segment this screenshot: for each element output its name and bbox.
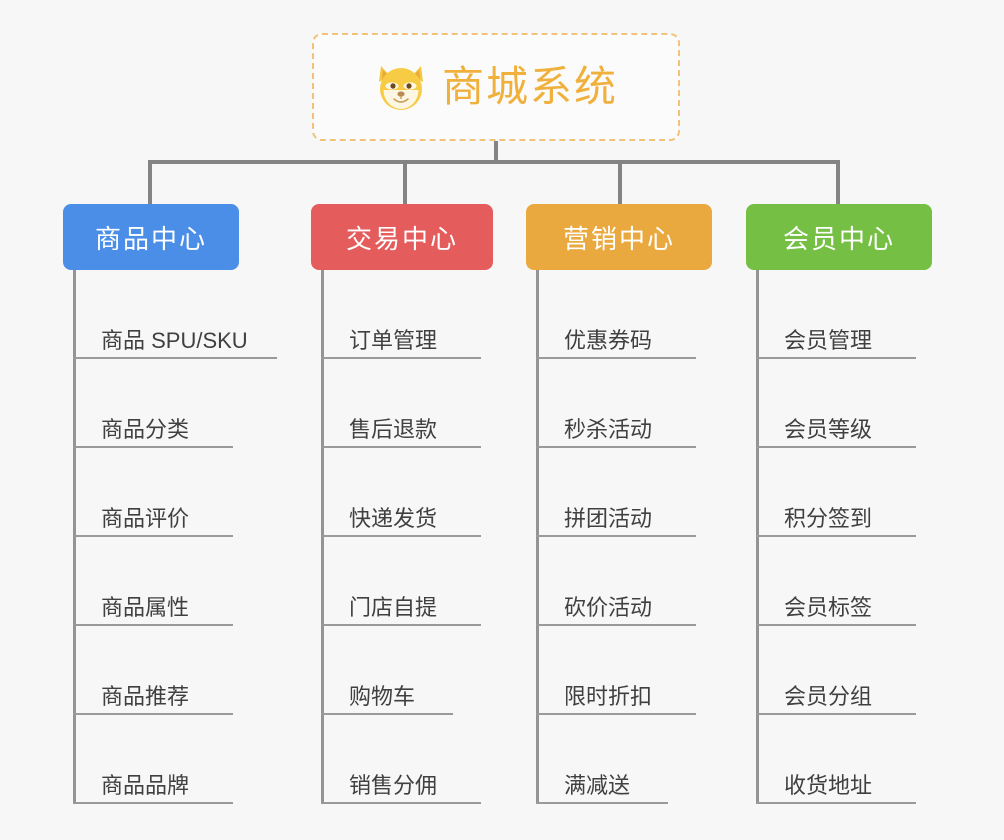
branch-header-2[interactable]: 营销中心: [526, 204, 712, 270]
leaf-item-underline: [756, 802, 916, 804]
connector-horizontal-bus: [148, 160, 840, 164]
leaf-item[interactable]: 商品推荐: [63, 626, 248, 715]
leaf-item-underline: [536, 802, 668, 804]
leaf-item-underline: [73, 357, 277, 359]
leaf-item[interactable]: 商品评价: [63, 448, 248, 537]
leaf-item-label: 商品属性: [101, 594, 190, 620]
branch-column-2: 营销中心优惠券码秒杀活动拼团活动砍价活动限时折扣满减送: [526, 204, 712, 804]
connector-trunk-2: [536, 270, 539, 804]
leaf-item-underline: [321, 535, 481, 537]
leaf-item[interactable]: 满减送: [526, 715, 712, 804]
leaf-item-label: 订单管理: [349, 327, 438, 353]
branch-header-0[interactable]: 商品中心: [63, 204, 239, 270]
leaf-item[interactable]: 商品品牌: [63, 715, 248, 804]
leaf-item[interactable]: 会员标签: [746, 537, 932, 626]
connector-trunk-0: [73, 270, 76, 804]
leaf-item[interactable]: 会员分组: [746, 626, 932, 715]
leaf-item-underline: [756, 624, 916, 626]
leaf-item[interactable]: 优惠券码: [526, 270, 712, 359]
leaf-item-label: 积分签到: [784, 505, 873, 531]
branch-items-0: 商品 SPU/SKU 商品分类商品评价商品属性商品推荐商品品牌: [63, 270, 277, 804]
leaf-item[interactable]: 门店自提: [311, 537, 493, 626]
leaf-item-underline: [321, 624, 481, 626]
leaf-item[interactable]: 商品分类: [63, 359, 248, 448]
leaf-item[interactable]: 购物车: [311, 626, 493, 715]
leaf-item-underline: [536, 624, 696, 626]
leaf-item[interactable]: 收货地址: [746, 715, 932, 804]
leaf-item-label: 会员标签: [784, 594, 873, 620]
leaf-item-underline: [321, 802, 481, 804]
leaf-item-label: 拼团活动: [564, 505, 653, 531]
leaf-item-label: 收货地址: [784, 772, 873, 798]
leaf-item-label: 商品推荐: [101, 683, 190, 709]
leaf-item-label: 会员分组: [784, 683, 873, 709]
leaf-item-underline: [536, 535, 696, 537]
leaf-item-label: 商品评价: [101, 505, 190, 531]
root-node[interactable]: 商城系统: [312, 33, 680, 141]
leaf-item-underline: [536, 713, 696, 715]
branch-header-3[interactable]: 会员中心: [746, 204, 932, 270]
leaf-item[interactable]: 会员管理: [746, 270, 932, 359]
root-title: 商城系统: [441, 63, 618, 110]
leaf-item-label: 商品分类: [101, 416, 190, 442]
leaf-item-underline: [73, 535, 233, 537]
branch-header-1[interactable]: 交易中心: [311, 204, 493, 270]
branch-column-0: 商品中心商品 SPU/SKU 商品分类商品评价商品属性商品推荐商品品牌: [63, 204, 277, 804]
leaf-item-underline: [756, 446, 916, 448]
leaf-item-underline: [321, 446, 481, 448]
branch-items-2: 优惠券码秒杀活动拼团活动砍价活动限时折扣满减送: [526, 270, 712, 804]
connector-drop-3: [836, 160, 840, 204]
leaf-item[interactable]: 订单管理: [311, 270, 493, 359]
connector-trunk-3: [756, 270, 759, 804]
leaf-item-label: 门店自提: [349, 594, 438, 620]
branch-items-3: 会员管理会员等级积分签到会员标签会员分组收货地址: [746, 270, 932, 804]
leaf-item-label: 商品品牌: [101, 772, 190, 798]
leaf-item[interactable]: 销售分佣: [311, 715, 493, 804]
leaf-item[interactable]: 快递发货: [311, 448, 493, 537]
leaf-item[interactable]: 限时折扣: [526, 626, 712, 715]
leaf-item-underline: [321, 713, 453, 715]
leaf-item-label: 优惠券码: [564, 327, 653, 353]
leaf-item-label: 砍价活动: [564, 594, 653, 620]
leaf-item-label: 会员等级: [784, 416, 873, 442]
leaf-item-label: 秒杀活动: [564, 416, 653, 442]
leaf-item-underline: [73, 802, 233, 804]
leaf-item-label: 购物车: [349, 683, 416, 709]
leaf-item-label: 商品 SPU/SKU: [101, 327, 248, 353]
connector-drop-1: [403, 160, 407, 204]
shiba-dog-face-icon: [374, 62, 428, 112]
branch-column-3: 会员中心会员管理会员等级积分签到会员标签会员分组收货地址: [746, 204, 932, 804]
leaf-item-label: 销售分佣: [349, 772, 438, 798]
branch-column-1: 交易中心订单管理售后退款快递发货门店自提购物车销售分佣: [311, 204, 493, 804]
leaf-item-underline: [756, 713, 916, 715]
leaf-item-label: 限时折扣: [564, 683, 653, 709]
leaf-item-underline: [756, 535, 916, 537]
leaf-item-label: 满减送: [564, 772, 631, 798]
leaf-item-label: 会员管理: [784, 327, 873, 353]
leaf-item-underline: [321, 357, 481, 359]
branch-items-1: 订单管理售后退款快递发货门店自提购物车销售分佣: [311, 270, 493, 804]
connector-trunk-1: [321, 270, 324, 804]
connector-root-stem: [494, 141, 498, 163]
leaf-item[interactable]: 拼团活动: [526, 448, 712, 537]
connector-drop-2: [618, 160, 622, 204]
leaf-item[interactable]: 积分签到: [746, 448, 932, 537]
leaf-item[interactable]: 商品 SPU/SKU: [63, 270, 277, 359]
leaf-item-underline: [73, 446, 233, 448]
leaf-item-underline: [756, 357, 916, 359]
leaf-item-label: 快递发货: [349, 505, 438, 531]
leaf-item[interactable]: 秒杀活动: [526, 359, 712, 448]
leaf-item[interactable]: 会员等级: [746, 359, 932, 448]
leaf-item-underline: [73, 713, 233, 715]
connector-drop-0: [148, 160, 152, 204]
leaf-item-underline: [73, 624, 233, 626]
leaf-item-underline: [536, 446, 696, 448]
leaf-item[interactable]: 售后退款: [311, 359, 493, 448]
leaf-item-label: 售后退款: [349, 416, 438, 442]
leaf-item[interactable]: 砍价活动: [526, 537, 712, 626]
leaf-item-underline: [536, 357, 696, 359]
leaf-item[interactable]: 商品属性: [63, 537, 248, 626]
